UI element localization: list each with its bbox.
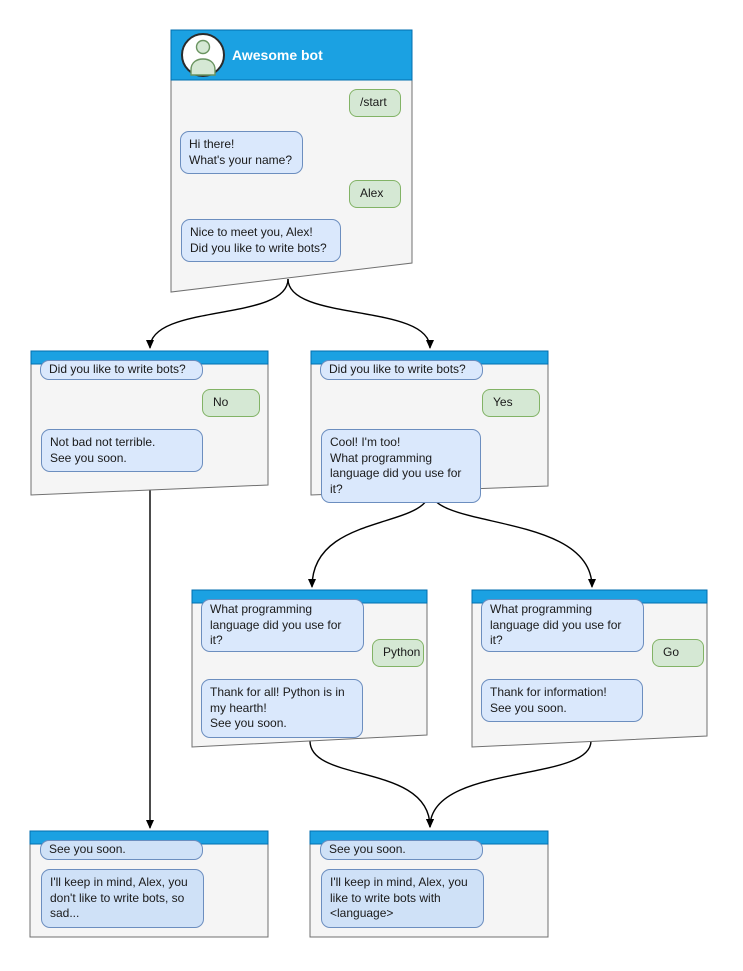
message-bubble-bot: See you soon. <box>40 840 203 860</box>
message-bubble-user: Python <box>372 639 424 667</box>
edge-python-to-end-yes <box>309 740 434 828</box>
message-bubble-bot: What programming language did you use fo… <box>201 599 364 652</box>
message-bubble-bot: See you soon. <box>320 840 483 860</box>
message-bubble-user: Alex <box>349 180 401 208</box>
message-bubble-bot: Thank for information! See you soon. <box>481 679 643 723</box>
message-bubble-bot: Did you like to write bots? <box>40 360 203 380</box>
person-icon <box>190 39 216 76</box>
message-bubble-bot: Hi there! What's your name? <box>180 131 303 175</box>
message-bubble-bot: What programming language did you use fo… <box>481 599 644 652</box>
edge-branch-yes-to-go <box>429 489 596 588</box>
avatar <box>181 33 225 77</box>
edge-branch-yes-to-python <box>308 489 431 588</box>
edge-main-to-branch-no <box>146 278 289 349</box>
message-bubble-user: /start <box>349 89 401 117</box>
message-bubble-user: Yes <box>482 389 540 417</box>
message-bubble-bot: I'll keep in mind, Alex, you like to wri… <box>321 869 484 928</box>
message-bubble-bot: Thank for all! Python is in my hearth! S… <box>201 679 363 738</box>
message-bubble-bot: I'll keep in mind, Alex, you don't like … <box>41 869 204 928</box>
edge-main-to-branch-yes <box>287 278 434 349</box>
message-bubble-bot: Nice to meet you, Alex! Did you like to … <box>181 219 341 263</box>
main-window-title: Awesome bot <box>232 47 323 63</box>
message-bubble-bot: Did you like to write bots? <box>320 360 483 380</box>
message-bubble-bot: Not bad not terrible. See you soon. <box>41 429 203 473</box>
message-bubble-user: Go <box>652 639 704 667</box>
edge-go-to-end-yes <box>426 740 592 828</box>
message-bubble-user: No <box>202 389 260 417</box>
message-bubble-bot: Cool! I'm too! What programming language… <box>321 429 481 504</box>
